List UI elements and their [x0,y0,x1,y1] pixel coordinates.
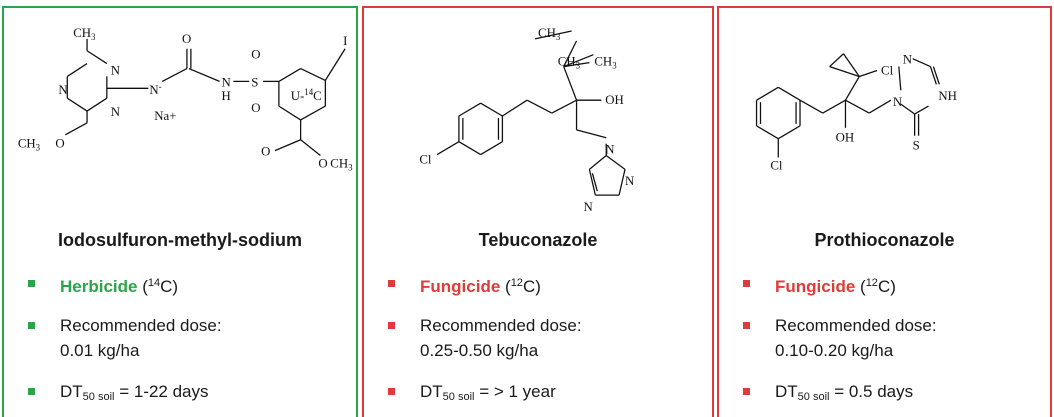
compound-kind: Fungicide [775,277,856,296]
atom-n: N [893,95,902,109]
atom-cl: Cl [770,158,783,172]
property-list: Herbicide (14C) Recommended dose:0.01 kg… [28,271,350,410]
structure-diagram: CH3 CH3 CH3 OH Cl N N N [419,26,634,214]
atom-s: S [251,75,258,89]
bullet-icon [743,388,750,395]
property-dose: Recommended dose:0.25-0.50 kg/ha [388,313,706,363]
compound-name: Prothioconazole [814,230,955,250]
atom-nh: NH [938,89,957,103]
atom-i: I [343,34,347,48]
atom-cl: Cl [881,63,894,77]
atom-ch3: CH3 [558,55,581,71]
atom-ch3: CH3 [330,156,353,172]
atom-nh: N [222,75,231,89]
property-type: Herbicide (14C) [28,271,350,299]
property-type: Fungicide (12C) [743,271,1044,299]
compound-name: Iodosulfuron-methyl-sodium [58,230,302,250]
atom-na: Na+ [154,109,176,123]
property-type: Fungicide (12C) [388,271,706,299]
bullet-icon [28,322,35,329]
atom-n: N [625,174,634,188]
structure-diagram: CH3 N N N N- O Na+ N H S O O U-14C I CH3… [18,26,353,172]
ring-label: U-14C [291,87,322,103]
atom-oh: OH [836,131,855,145]
atom-n: N [605,143,614,157]
bullet-icon [743,280,750,287]
atom-o: O [182,32,191,46]
compound-panel-prothioconazole: Cl Cl OH N N NH S Prothioconazole Fungic… [717,6,1052,417]
property-list: Fungicide (12C) Recommended dose:0.10-0.… [743,271,1044,410]
property-dt50: DT50 soil = > 1 year [388,379,706,410]
bullet-icon [388,322,395,329]
atom-h: H [222,89,231,103]
property-dt50: DT50 soil = 1-22 days [28,379,350,410]
compound-kind: Fungicide [420,277,501,296]
structure-tebuconazole: CH3 CH3 CH3 OH Cl N N N [364,8,712,223]
atom-o: O [251,48,260,62]
bullet-icon [388,388,395,395]
property-dt50: DT50 soil = 0.5 days [743,379,1044,410]
compound-name: Tebuconazole [478,230,598,250]
compound-panel-tebuconazole: CH3 CH3 CH3 OH Cl N N N Tebuconazole Fun… [362,6,714,417]
atom-n: N [111,63,120,77]
bullet-icon [28,388,35,395]
atom-ch3: CH3 [18,137,41,153]
atom-ch3: CH3 [73,26,96,42]
compound-kind: Herbicide [60,277,138,296]
bullet-icon [388,280,395,287]
structure-prothioconazole: Cl Cl OH N N NH S [719,8,1050,223]
bullet-icon [28,280,35,287]
property-dose: Recommended dose:0.10-0.20 kg/ha [743,313,1044,363]
atom-ch3: CH3 [594,55,617,71]
atom-n: N [583,200,592,214]
property-list: Fungicide (12C) Recommended dose:0.25-0.… [388,271,706,410]
atom-s: S [913,139,920,153]
structure-iodosulfuron: CH3 N N N N- O Na+ N H S O O U-14C I CH3… [4,8,356,223]
atom-n: N [58,83,67,97]
structure-diagram: Cl Cl OH N N NH S [755,53,957,172]
atom-cl: Cl [419,152,432,166]
atom-n: N [903,53,912,67]
compound-panel-iodosulfuron: CH3 N N N N- O Na+ N H S O O U-14C I CH3… [2,6,358,417]
atom-o: O [251,101,260,115]
atom-o: O [261,145,270,159]
atom-o: O [55,137,64,151]
atom-o: O [318,156,327,170]
atom-oh: OH [605,93,624,107]
atom-n-minus: N- [149,81,161,97]
atom-ch3: CH3 [538,26,561,42]
property-dose: Recommended dose:0.01 kg/ha [28,313,350,363]
bullet-icon [743,322,750,329]
atom-n: N [111,105,120,119]
